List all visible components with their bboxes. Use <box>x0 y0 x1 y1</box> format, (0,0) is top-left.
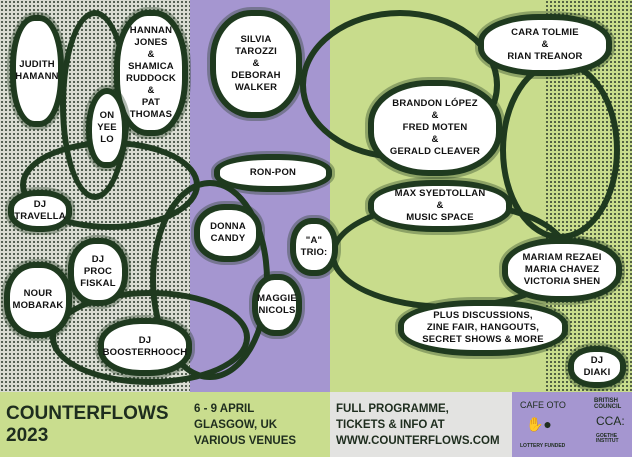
footer-title-section: COUNTERFLOWS 2023 6 - 9 APRIL GLASGOW, U… <box>0 392 330 457</box>
sponsor-logos: CAFE OTO BRITISH COUNCIL ✋● CCA: LOTTERY… <box>512 392 632 457</box>
artist-judith-hamann: JUDITH HAMANN <box>10 15 64 127</box>
lottery-funded-label: LOTTERY FUNDED <box>520 443 566 449</box>
artist-dj-travella: DJ TRAVELLA <box>8 190 72 232</box>
artist-ron-pon: RON-PON <box>214 154 332 192</box>
artist-cara-tolmie: CARA TOLMIE & RIAN TREANOR <box>478 14 612 76</box>
artist-donna-candy: DONNA CANDY <box>194 204 262 262</box>
artist-a-trio: "A" TRIO: <box>290 218 338 276</box>
decorative-loop <box>50 290 250 385</box>
cafe-oto-logo: CAFE OTO <box>520 400 566 410</box>
festival-title: COUNTERFLOWS 2023 <box>6 402 169 446</box>
programme-info: FULL PROGRAMME, TICKETS & INFO AT WWW.CO… <box>336 402 500 447</box>
british-council-logo: BRITISH COUNCIL <box>594 398 622 410</box>
footer-info-section: FULL PROGRAMME, TICKETS & INFO AT WWW.CO… <box>330 392 512 457</box>
artist-silvia-tarozzi: SILVIA TAROZZI & DEBORAH WALKER <box>210 10 302 118</box>
footer-bar: COUNTERFLOWS 2023 6 - 9 APRIL GLASGOW, U… <box>0 392 632 457</box>
cca-logo: CCA: <box>596 414 625 428</box>
artist-dj-proc-fiskal: DJ PROC FISKAL <box>68 238 128 306</box>
artist-maggie-nicols: MAGGIE NICOLS <box>252 274 302 336</box>
festival-dates-location: 6 - 9 APRIL GLASGOW, UK VARIOUS VENUES <box>194 402 297 447</box>
artist-dj-boosterhooch: DJ BOOSTERHOOCH <box>98 318 192 376</box>
decorative-loop <box>500 60 620 240</box>
artist-nour-mobarak: NOUR MOBARAK <box>4 262 72 338</box>
lottery-icon: ✋● <box>526 416 552 432</box>
artist-dj-diaki: DJ DIAKI <box>568 346 626 388</box>
artist-max-syedtollan: MAX SYEDTOLLAN & MUSIC SPACE <box>368 180 512 232</box>
goethe-institut-logo: GOETHE INSTITUT <box>596 433 619 444</box>
poster-artwork: JUDITH HAMANN HANNAN JONES & SHAMICA RUD… <box>0 0 632 392</box>
artist-brandon-lopez: BRANDON LÓPEZ & FRED MOTEN & GERALD CLEA… <box>368 80 502 176</box>
artist-on-yee-lo: ON YEE LO <box>86 88 128 168</box>
programme-extras: PLUS DISCUSSIONS, ZINE FAIR, HANGOUTS, S… <box>398 300 568 356</box>
artist-mariam-rezaei: MARIAM REZAEI MARIA CHAVEZ VICTORIA SHEN <box>502 238 622 302</box>
